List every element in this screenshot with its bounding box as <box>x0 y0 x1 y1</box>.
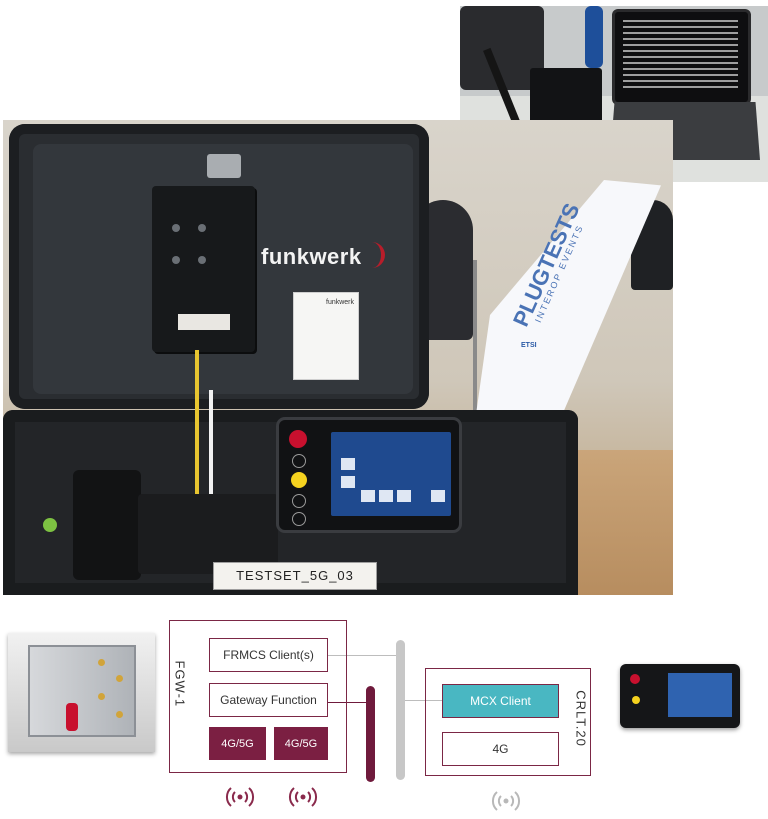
connector-line <box>400 700 442 701</box>
arrow-icon <box>431 490 445 502</box>
status-badge <box>43 518 57 532</box>
gateway-unit <box>152 186 255 352</box>
rf-connector <box>116 675 123 682</box>
gateway-function-block: Gateway Function <box>209 683 328 717</box>
gateway-hardware-photo <box>8 633 155 752</box>
power-supply <box>73 470 141 580</box>
radio-block-4g: 4G <box>442 732 559 766</box>
crlt-device-photo <box>620 664 740 728</box>
cab-radio-panel <box>279 420 459 530</box>
wireless-signal-icon <box>491 791 521 811</box>
card-brand: funkwerk <box>326 299 355 306</box>
rf-connector <box>98 659 105 666</box>
db-connector <box>207 154 241 178</box>
brand-wave-icon <box>367 242 385 268</box>
alert-button <box>632 696 640 704</box>
device-label <box>178 314 230 330</box>
network-bar-gray <box>396 640 405 780</box>
water-bottle <box>585 6 603 68</box>
radio-screen <box>331 432 451 516</box>
radio-block-4g5g-a: 4G/5G <box>209 727 266 760</box>
laptop-setup-photo <box>460 6 768 182</box>
mail-icon <box>341 476 355 488</box>
mcx-client-block: MCX Client <box>442 684 559 718</box>
screw <box>198 256 206 264</box>
radio-block-4g5g-b: 4G/5G <box>274 727 328 760</box>
info-icon <box>292 512 306 526</box>
wireless-signal-icon <box>288 787 318 807</box>
emergency-button <box>630 674 640 684</box>
screw <box>172 224 180 232</box>
frmcs-client-block: FRMCS Client(s) <box>209 638 328 672</box>
test-case-photo: PLUGTESTS INTEROP EVENTS ETSI funkwerk f… <box>3 120 673 595</box>
phone-icon <box>379 490 393 502</box>
gateway-red-module <box>66 703 78 731</box>
group-icon <box>361 490 375 502</box>
etsi-logo: ETSI <box>521 342 537 349</box>
crlt-screen <box>668 673 732 717</box>
network-switch <box>138 494 278 574</box>
rf-connector <box>116 711 123 718</box>
white-cable <box>209 390 213 540</box>
case-lid: funkwerk funkwerk <box>9 124 429 409</box>
testset-plate: TESTSET_5G_03 <box>213 562 377 590</box>
laptop-screen <box>615 12 748 102</box>
alert-button <box>291 472 307 488</box>
close-icon <box>292 454 306 468</box>
screw <box>172 256 180 264</box>
phone-icon <box>397 490 411 502</box>
emergency-button <box>289 430 307 448</box>
fgw-label: FGW-1 <box>172 660 188 708</box>
network-bar-maroon <box>366 686 375 782</box>
gateway-front-panel <box>28 645 136 737</box>
rf-connector <box>98 693 105 700</box>
gateway-device <box>530 68 602 130</box>
brand-logo-text: funkwerk <box>261 244 362 269</box>
connector-line <box>328 655 400 656</box>
info-card: funkwerk <box>293 292 359 380</box>
connector-line <box>328 702 370 703</box>
crlt-box: MCX Client 4G CRLT.20 <box>425 668 591 776</box>
testset-label: TESTSET_5G_03 <box>236 568 354 583</box>
check-icon <box>292 494 306 508</box>
fgw-box: FRMCS Client(s) Gateway Function 4G/5G 4… <box>169 620 347 773</box>
terminal-output <box>623 20 738 92</box>
screw <box>198 224 206 232</box>
yellow-cable <box>195 350 199 530</box>
wireless-signal-icon <box>225 787 255 807</box>
crlt-label: CRLT.20 <box>573 690 589 747</box>
globe-icon <box>341 458 355 470</box>
